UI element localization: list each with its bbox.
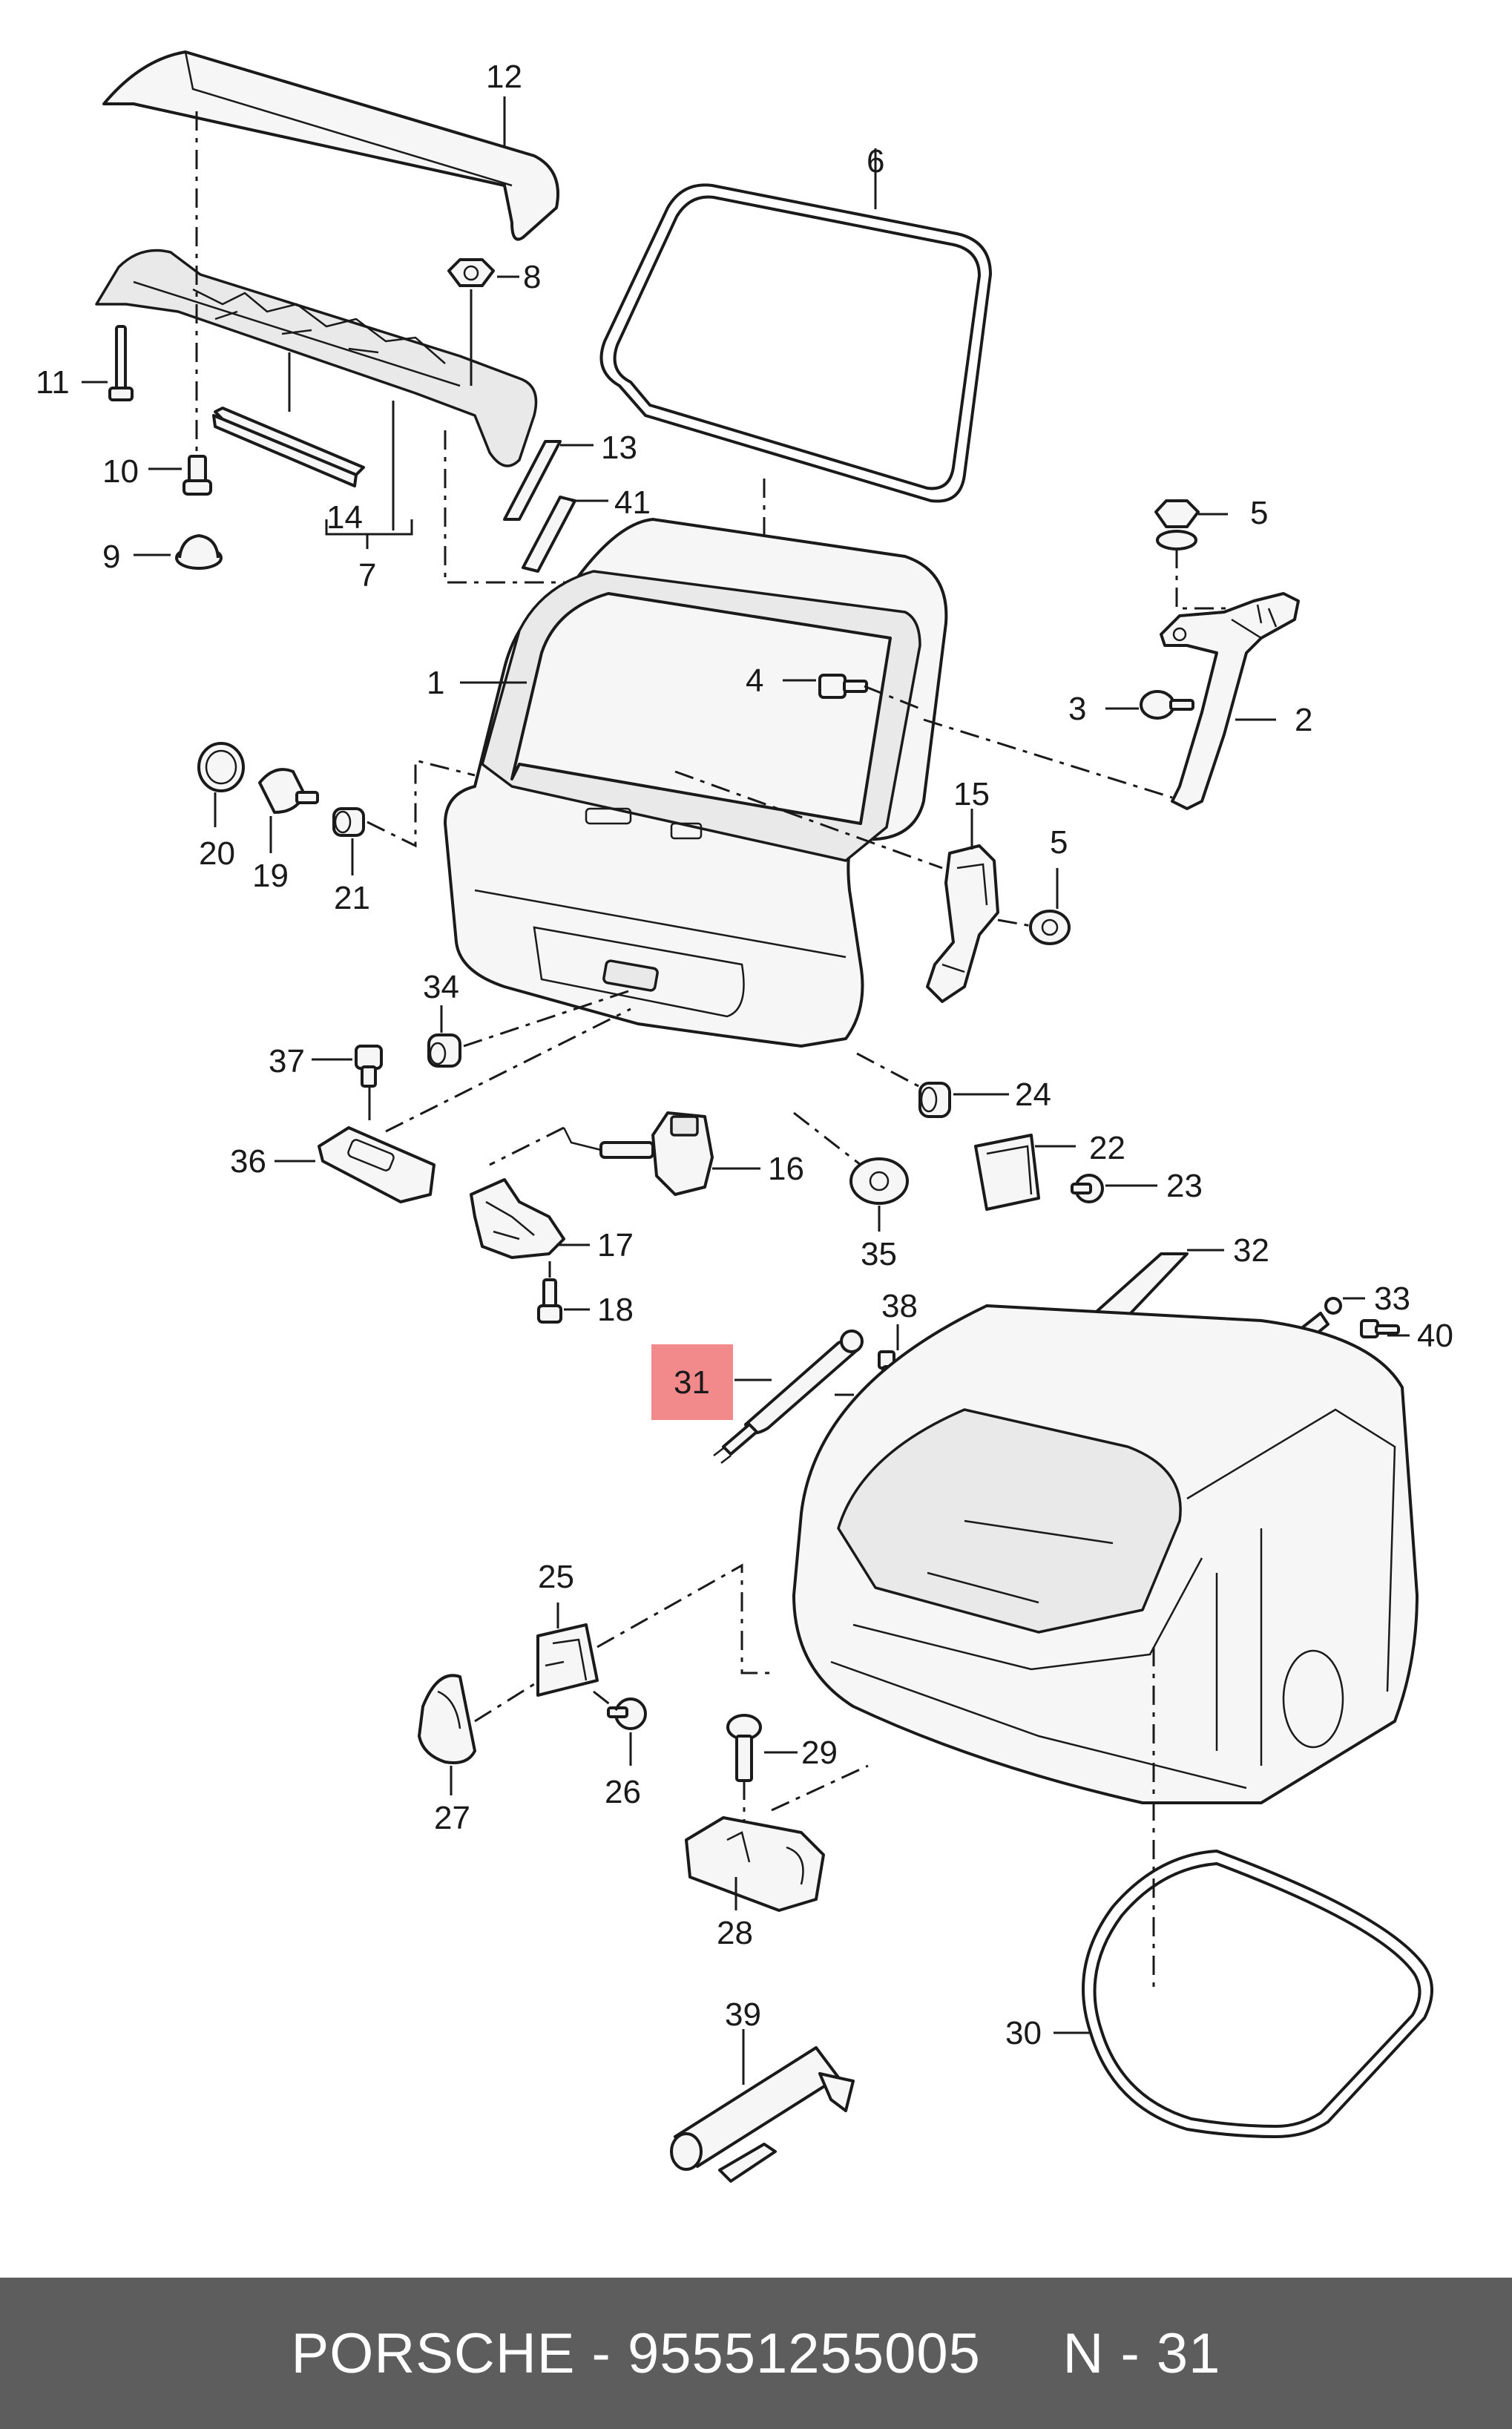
footer-diagram-ref: N - 31 [1062,2321,1221,2385]
callout-18: 18 [597,1292,634,1328]
part-22-pad [974,1134,1040,1211]
callout-4: 4 [746,663,763,699]
callout-32: 32 [1233,1232,1269,1269]
part-10-stud [183,455,212,496]
part-11-bolt [108,325,134,401]
callout-25: 25 [538,1559,574,1595]
footer-separator: - [575,2321,628,2385]
callout-12: 12 [486,59,522,95]
footer-gap [981,2322,1063,2385]
part-23-bolt [1071,1174,1104,1203]
callout-22: 22 [1089,1130,1125,1166]
callout-16: 16 [768,1151,804,1187]
callout-3: 3 [1068,691,1086,727]
callout-28: 28 [717,1915,753,1951]
part-40-bolt [1360,1319,1400,1338]
part-13-strip [503,440,562,521]
part-24-buffer [918,1082,951,1118]
part-36-plate-light [318,1126,435,1203]
callout-39: 39 [725,1996,761,2033]
part-9-grommet [175,534,223,570]
callout-2: 2 [1295,702,1312,738]
part-37-bolt [355,1045,383,1088]
part-16-lock [562,1111,714,1196]
part-26-bolt [607,1697,647,1730]
part-2-hinge [1160,592,1300,810]
part-12-spoiler [102,50,559,241]
callout-23: 23 [1166,1168,1203,1204]
part-5-nut-top [1154,499,1200,550]
part-28-striker [685,1816,825,1912]
part-6-glass-seal [599,183,993,503]
part-3-bolt [1140,690,1194,720]
part-17-latch [470,1178,565,1259]
callout-9: 9 [102,539,120,575]
part-35-grommet [849,1157,909,1205]
part-18-bolt [537,1278,562,1324]
callout-6: 6 [867,143,884,180]
callout-26: 26 [605,1774,641,1810]
callout-40: 40 [1417,1318,1453,1354]
callout-labels: 12 6 8 11 13 10 41 5 14 9 7 1 4 3 2 15 5… [36,59,1453,2051]
callout-14: 14 [326,499,363,536]
callout-8: 8 [523,259,541,295]
part-29-bolt [726,1714,762,1782]
footer-bar: PORSCHE - 95551255005 N - 31 [0,2278,1512,2429]
callout-29: 29 [801,1735,838,1771]
callout-38: 38 [881,1288,918,1324]
callout-11: 11 [36,364,70,401]
callout-15: 15 [953,776,990,812]
callout-35: 35 [861,1236,897,1272]
part-14-strip [212,407,365,487]
callout-27: 27 [434,1800,470,1836]
part-31-highlight[interactable] [651,1344,733,1420]
callout-24: 24 [1015,1077,1051,1113]
parts-diagram: 12 6 8 11 13 10 41 5 14 9 7 1 4 3 2 15 5… [36,50,1453,2183]
callout-21: 21 [334,880,370,916]
callout-20: 20 [199,835,235,872]
callout-5-top: 5 [1250,495,1268,531]
callout-1: 1 [427,665,444,701]
callout-33: 33 [1374,1281,1410,1317]
part-7-carrier [95,249,538,467]
callout-7: 7 [358,557,376,594]
callout-19: 19 [252,858,289,894]
callout-30: 30 [1005,2015,1042,2051]
part-25-bracket [536,1623,599,1697]
callout-31: 31 [674,1364,710,1401]
callout-17: 17 [597,1227,634,1263]
footer-text: PORSCHE - 95551255005 N - 31 [292,2321,1221,2386]
part-30-seal [1082,1849,1433,2139]
part-8-nut [447,258,495,287]
footer-brand: PORSCHE [291,2321,576,2385]
car-body-rear [792,1304,1419,1804]
part-5-grommet-right [1029,910,1071,945]
callout-10: 10 [102,453,139,490]
callout-34: 34 [423,969,459,1005]
callout-13: 13 [601,430,637,466]
part-21-spacer [332,807,365,837]
part-39-tube [670,2046,855,2183]
callout-36: 36 [230,1143,266,1180]
part-34-buffer [427,1033,461,1068]
footer-part-number: 95551255005 [627,2321,981,2385]
callout-5-right: 5 [1050,824,1068,861]
part-19-buffer [258,768,319,814]
part-31-gas-strut[interactable] [713,1329,864,1464]
part-1-tailgate [444,518,948,1048]
part-15-bracket [926,844,999,1003]
callout-37: 37 [269,1043,305,1079]
part-20-cap [197,742,245,792]
callout-41: 41 [614,484,651,521]
part-41-strip [522,496,576,573]
part-27-cover [418,1674,476,1764]
